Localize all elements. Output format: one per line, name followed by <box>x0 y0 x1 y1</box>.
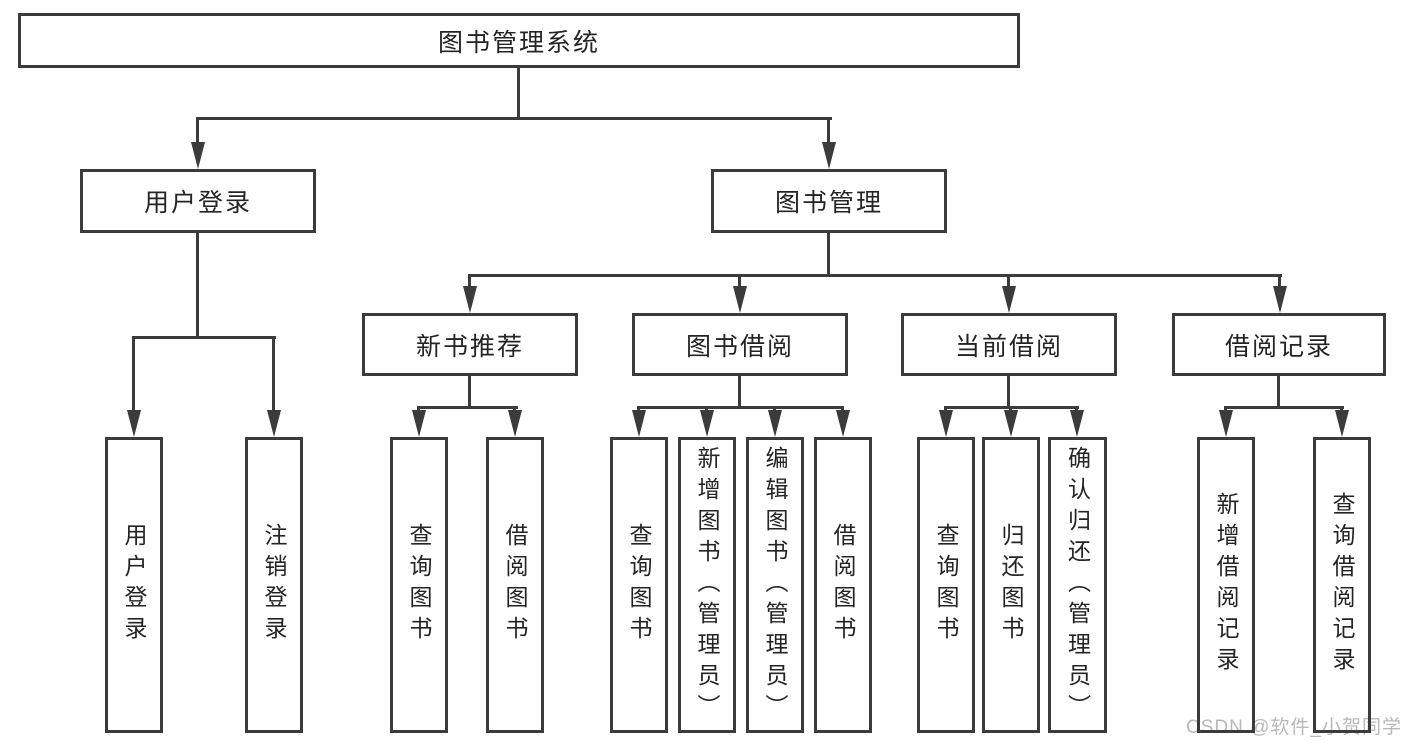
connector-arrow <box>822 142 836 169</box>
connector-arrow <box>1002 286 1016 313</box>
connector-arrow <box>733 286 747 313</box>
leaf-borrow-query-books: 查询图书 <box>610 437 668 733</box>
connector-line <box>827 117 830 147</box>
leaf-confirm-return-admin-label: 确认归还（管理员） <box>1064 445 1091 725</box>
leaf-recommend-query-books: 查询图书 <box>390 437 448 733</box>
leaf-return-books: 归还图书 <box>982 437 1040 733</box>
leaf-query-borrow-record: 查询借阅记录 <box>1313 437 1371 733</box>
connector-line <box>132 336 135 416</box>
connector-line <box>827 233 830 277</box>
connector-arrow <box>463 286 477 313</box>
connector-arrow <box>1219 410 1233 437</box>
leaf-borrow-books-label: 借阅图书 <box>830 523 856 647</box>
node-current-borrow: 当前借阅 <box>901 313 1117 376</box>
leaf-recommend-query-books-label: 查询图书 <box>406 523 432 647</box>
connector-line <box>196 117 832 120</box>
connector-line <box>468 274 471 294</box>
connector-arrow <box>1070 410 1084 437</box>
connector-arrow <box>836 410 850 437</box>
leaf-edit-books-admin-label: 编辑图书（管理员） <box>762 445 788 725</box>
node-root: 图书管理系统 <box>18 13 1020 68</box>
connector-arrow <box>1004 410 1018 437</box>
leaf-borrow-books: 借阅图书 <box>814 437 872 733</box>
connector-line <box>468 376 471 409</box>
connector-arrow <box>632 410 646 437</box>
leaf-add-books-admin-label: 新增图书（管理员） <box>694 445 720 725</box>
node-book-management-label: 图书管理 <box>774 189 883 217</box>
leaf-user-login: 用户登录 <box>105 437 163 733</box>
connector-line <box>1278 274 1281 294</box>
node-new-book-recommend-label: 新书推荐 <box>415 332 524 361</box>
connector-arrow <box>1273 286 1287 313</box>
node-user-login: 用户登录 <box>80 169 316 233</box>
node-new-book-recommend: 新书推荐 <box>362 313 578 376</box>
leaf-recommend-borrow-books: 借阅图书 <box>486 437 544 733</box>
connector-line <box>1277 376 1280 409</box>
node-book-borrow: 图书借阅 <box>632 313 848 376</box>
connector-arrow <box>939 410 953 437</box>
connector-arrow <box>508 410 522 437</box>
connector-arrow <box>267 410 281 437</box>
leaf-logout-label: 注销登录 <box>261 523 287 647</box>
connector-line <box>738 274 741 294</box>
connector-arrow <box>700 410 714 437</box>
node-book-borrow-label: 图书借阅 <box>685 332 794 361</box>
connector-line <box>132 336 276 339</box>
connector-line <box>637 406 844 409</box>
csdn-watermark: CSDN @软件_小贺同学 <box>1186 717 1402 738</box>
connector-line <box>196 117 199 147</box>
leaf-current-query-books-label: 查询图书 <box>933 523 959 647</box>
connector-line <box>196 233 199 339</box>
node-current-borrow-label: 当前借阅 <box>954 332 1063 361</box>
connector-arrow <box>191 142 205 169</box>
node-user-login-label: 用户登录 <box>143 189 252 217</box>
leaf-query-borrow-record-label: 查询借阅记录 <box>1329 492 1355 678</box>
leaf-add-borrow-record: 新增借阅记录 <box>1197 437 1255 733</box>
connector-line <box>517 66 520 118</box>
leaf-recommend-borrow-books-label: 借阅图书 <box>502 523 528 647</box>
connector-arrow <box>412 410 426 437</box>
connector-line <box>272 336 275 416</box>
node-book-management: 图书管理 <box>711 169 947 233</box>
leaf-return-books-label: 归还图书 <box>998 523 1024 647</box>
leaf-logout: 注销登录 <box>245 437 303 733</box>
connector-arrow <box>1335 410 1349 437</box>
leaf-add-borrow-record-label: 新增借阅记录 <box>1213 492 1239 678</box>
node-borrow-records: 借阅记录 <box>1172 313 1386 376</box>
leaf-edit-books-admin: 编辑图书（管理员） <box>746 437 804 733</box>
connector-arrow <box>127 410 141 437</box>
connector-line <box>468 274 1282 277</box>
leaf-add-books-admin: 新增图书（管理员） <box>678 437 736 733</box>
leaf-confirm-return-admin: 确认归还（管理员） <box>1048 437 1107 733</box>
connector-line <box>1007 274 1010 294</box>
connector-line <box>738 376 741 409</box>
node-root-label: 图书管理系统 <box>437 28 600 57</box>
connector-line <box>1007 376 1010 409</box>
connector-line <box>417 406 518 409</box>
leaf-current-query-books: 查询图书 <box>917 437 975 733</box>
leaf-user-login-label: 用户登录 <box>121 523 147 647</box>
leaf-borrow-query-books-label: 查询图书 <box>626 523 652 647</box>
node-borrow-records-label: 借阅记录 <box>1224 332 1333 361</box>
connector-arrow <box>768 410 782 437</box>
connector-line <box>1224 406 1344 409</box>
